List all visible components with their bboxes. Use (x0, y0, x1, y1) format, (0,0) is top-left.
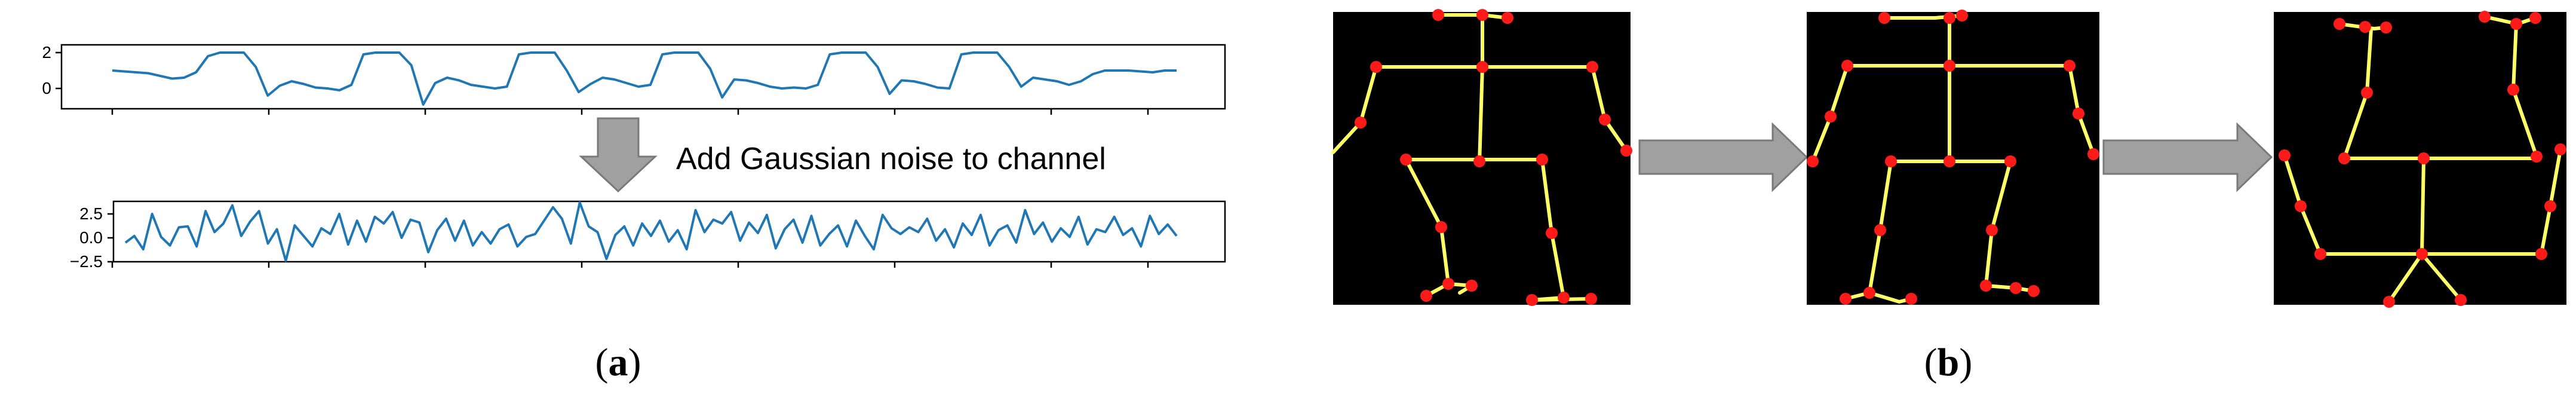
frame-2-joints (1807, 10, 2099, 305)
bottom-signal-line (124, 201, 1178, 262)
frame-3-joints (2279, 11, 2566, 308)
bottom-plot-xticks (111, 262, 1149, 268)
bottom-signal-plot: 2.5 0.0 −2.5 (70, 200, 1226, 271)
right-arrow-2 (2102, 122, 2273, 192)
noise-annotation: Add Gaussian noise to channel (676, 142, 1106, 176)
top-plot-frame (60, 44, 1226, 110)
panel-b-caption-letter: b (1938, 341, 1960, 384)
panel-a-caption-letter: a (609, 341, 628, 384)
frame-1-joints (1355, 9, 1632, 306)
panel-b-caption: (b) (1924, 341, 1973, 384)
bottom-plot-ytick-label-2.5: 2.5 (79, 204, 103, 223)
bottom-plot-ytick-label-0.0: 0.0 (79, 228, 103, 247)
top-plot-ytick-label-0: 0 (42, 79, 51, 97)
top-signal-plot: 2 0 (42, 43, 1226, 115)
skeleton-frame-2 (1807, 10, 2099, 305)
panel-a-caption: (a) (595, 341, 641, 384)
bottom-plot-frame (112, 200, 1226, 263)
bottom-plot-ytick-label-neg-2.5: −2.5 (70, 252, 103, 271)
skeleton-frame-1 (1331, 9, 1632, 306)
panel-b: (b) (1331, 9, 2566, 384)
top-signal-line (112, 51, 1177, 106)
skeleton-frame-3 (2274, 11, 2566, 308)
top-plot-yticks: 2 0 (42, 43, 62, 97)
bottom-plot-yticks: 2.5 0.0 −2.5 (70, 204, 113, 271)
top-plot-xticks (111, 109, 1149, 115)
down-arrow (579, 117, 658, 193)
top-plot-ytick-label-2: 2 (42, 43, 51, 62)
right-arrow-1 (1638, 122, 1809, 192)
panel-a: 2 0 Add Gaussian noise to channel (42, 43, 1226, 384)
